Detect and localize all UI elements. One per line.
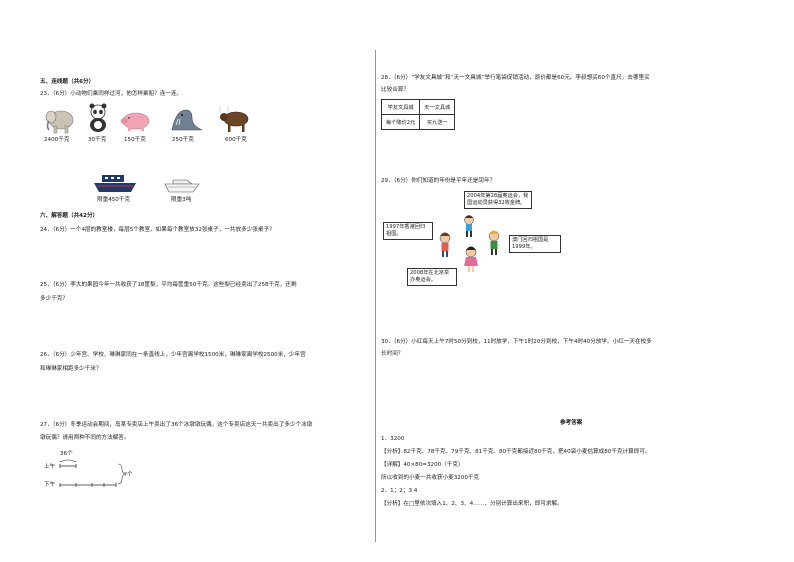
question-28-line1: 28．（6分）“学友文具城”和“天一文具城”举行笔袋促销活动，原价都是60元。李… [381, 75, 650, 81]
animal-weight-seal: 250千克 [172, 137, 194, 143]
question-27-line2: 墩玩偶？请用两种不同的方法解答。 [40, 435, 130, 441]
bubble-2008-text: 2008年在北京举办奥运会。 [410, 270, 450, 283]
diagram-pm-label: 下午 [44, 482, 56, 488]
bubble-2004: 2004年第28届奥运会，我国运动员获得32枚金牌。 [464, 191, 532, 209]
diagram-brace-label: ?个 [124, 472, 133, 478]
answer-2: 2．1；2；3 4 [381, 488, 418, 494]
animal-weight-panda: 30千克 [88, 137, 107, 143]
store-name-tianyi: 天一文具城 [419, 99, 456, 115]
diagram-am-label: 上午 [44, 464, 56, 470]
elephant-icon [45, 110, 74, 134]
question-30-line2: 长时间？ [381, 351, 404, 357]
question-24: 24．（6分）一个4层的教室楼，每层5个教室。如果每个教室放32张桌子，一共放多… [40, 227, 275, 233]
panda-icon [89, 103, 107, 132]
question-25-line2: 多少千克？ [40, 296, 68, 302]
question-28-line2: 比较合算？ [381, 87, 409, 93]
column-divider [375, 50, 376, 542]
question-27-line1: 27．（6分）冬季运动会期间，岛某专卖店上午卖出了36个冰墩墩玩偶，这个专卖店这… [40, 422, 313, 428]
boat-limit-ship: 限重450千克 [97, 197, 131, 203]
bubble-2004-text: 2004年第28届奥运会，我国运动员获得32枚金牌。 [467, 193, 529, 206]
yak-icon [219, 106, 249, 132]
answer-1-analysis: 【分析】82千克、78千克、79千克、81千克、80千克都接近80千克，把40袋… [381, 449, 651, 455]
section5-title: 五、连线题（共6分） [40, 79, 95, 85]
yacht-icon [164, 179, 200, 193]
bubble-1997: 1997年香港回归祖国。 [383, 222, 433, 240]
diagram-top-value: 36个 [60, 451, 73, 457]
answer-1-detail: 【详解】40×80=3200（千克） [381, 462, 464, 468]
answers-title: 参考答案 [560, 420, 583, 426]
boat-limit-yacht: 限重3吨 [171, 197, 192, 203]
section6-title: 六、解答题（共42分） [40, 213, 99, 219]
animal-weight-yak: 600千克 [225, 137, 247, 143]
bubble-1997-text: 1997年香港回归祖国。 [386, 224, 426, 237]
store-offer-table: 学友文具城 天一文具城 每个降价2元 买九送一 [380, 99, 456, 130]
bubble-2008: 2008年在北京举办奥运会。 [407, 268, 457, 286]
seal-icon [171, 109, 203, 131]
question-25-line1: 25．（6分）李大的果园今年一共收获了18筐梨，平均每筐重50千克。这些梨已经卖… [40, 282, 297, 288]
answer-2-analysis: 【分析】在□里依次填入1、2、3、4……，分别计算出来积，即可求解。 [381, 501, 563, 507]
answer-1: 1．3200 [381, 436, 405, 442]
question-29: 29．（6分）你们知道的年份是平年还是闰年？ [381, 178, 496, 184]
answer-1-conclusion: 所以收到的小麦一共收获小麦3200千克 [381, 475, 480, 481]
question-23: 23．（6分）小动物们乘同样过河，他怎样乘船？连一连。 [40, 91, 183, 97]
bubble-1999-text: 澳门回归祖国是1999年。 [512, 237, 549, 250]
question-26-line1: 26．（6分）少年宫、学校、琳琳家同在一条直线上，少年宫离学校1500米，琳琳家… [40, 352, 306, 358]
question-30-line1: 30．（6分）小红每天上午7时50分到校，11时放学，下午1时20分到校，下午4… [381, 339, 652, 345]
pig-icon [120, 112, 150, 131]
segment-diagram [59, 459, 126, 487]
animal-weight-elephant: 2400千克 [44, 137, 70, 143]
store-offer-xueyou: 每个降价2元 [380, 114, 421, 130]
store-offer-tianyi: 买九送一 [419, 114, 456, 130]
bubble-1999: 澳门回归祖国是1999年。 [509, 235, 561, 253]
question-26-line2: 和琳琳家相距多少千米？ [40, 366, 102, 372]
ship-icon [94, 175, 136, 192]
animal-weight-pig: 150千克 [124, 137, 146, 143]
children-icon [439, 215, 500, 272]
store-name-xueyou: 学友文具城 [380, 99, 421, 115]
